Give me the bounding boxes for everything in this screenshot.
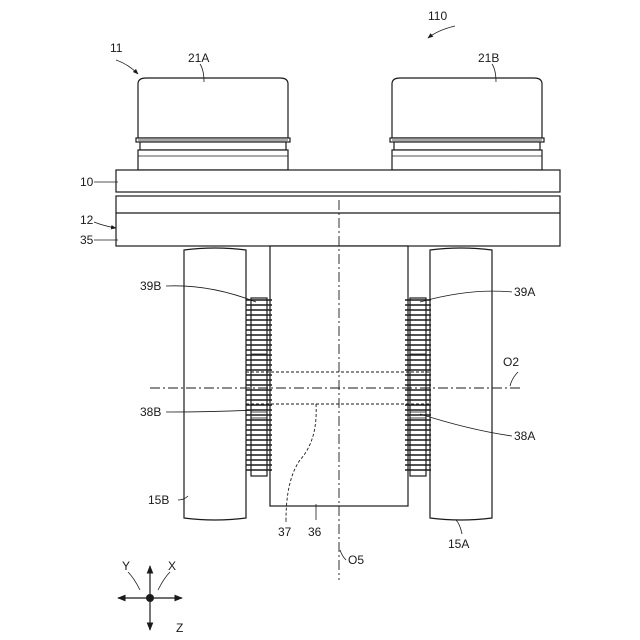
gear-39b-38b: [246, 298, 272, 476]
housing-21a: [136, 78, 290, 170]
label-21a: 21A: [188, 51, 209, 65]
label-36: 36: [308, 525, 322, 539]
label-15b: 15B: [148, 493, 169, 507]
coordinate-axes: [118, 566, 182, 630]
label-x: X: [168, 559, 176, 573]
label-11: 11: [110, 41, 123, 55]
label-38b: 38B: [140, 405, 161, 419]
label-12: 12: [80, 213, 94, 227]
base-35: [116, 196, 560, 246]
label-o2: O2: [503, 355, 519, 369]
label-110: 110: [428, 9, 447, 23]
label-37: 37: [278, 525, 292, 539]
roller-15a: [430, 248, 492, 520]
gear-39a-38a: [405, 298, 431, 476]
label-35: 35: [80, 233, 94, 247]
roller-15b: [184, 248, 246, 520]
label-21b: 21B: [478, 51, 499, 65]
housing-21b: [390, 78, 544, 170]
label-15a: 15A: [448, 537, 469, 551]
label-10: 10: [80, 175, 94, 189]
label-z: Z: [176, 621, 183, 635]
label-o5: O5: [348, 553, 364, 567]
label-39a: 39A: [514, 285, 535, 299]
plate-10: [116, 170, 560, 192]
label-y: Y: [122, 559, 130, 573]
label-39b: 39B: [140, 279, 161, 293]
label-38a: 38A: [514, 429, 535, 443]
